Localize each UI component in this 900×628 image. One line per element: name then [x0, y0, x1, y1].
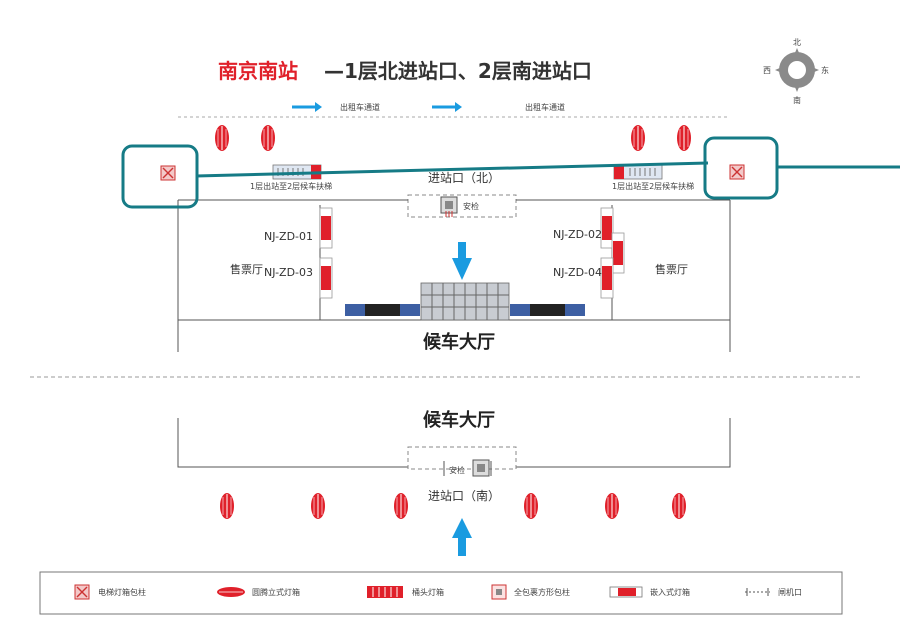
embedded-lightbox-icon	[600, 207, 614, 249]
legend: 电梯灯箱包柱 圆腾立式灯箱 桶头灯箱 全包裹方形包柱 嵌入式灯箱 闸	[39, 571, 843, 615]
title-station: 南京南站	[218, 59, 298, 83]
escalator-right: 1层出站至2层候车扶梯	[612, 164, 694, 191]
taxi-lane-label-1: 出租车通道	[340, 102, 380, 112]
site-code: NJ-ZD-01	[264, 230, 313, 243]
ticket-hall-left: 售票厅	[230, 262, 263, 276]
embedded-lightbox-icon	[611, 232, 625, 274]
escalator-left: 1层出站至2层候车扶梯	[250, 164, 332, 191]
legend-standing-icon	[217, 587, 245, 597]
legend-label: 圆腾立式灯箱	[252, 587, 300, 597]
down-arrow-icon	[452, 242, 472, 280]
standing-lightbox-icon	[630, 124, 646, 152]
escalator-pillar-icon	[729, 164, 745, 180]
standing-lightbox-icon	[671, 492, 687, 520]
up-arrow-icon	[452, 518, 472, 556]
site-code: NJ-ZD-02	[553, 228, 602, 241]
compass-south: 南	[793, 95, 801, 105]
standing-lightbox-icon	[214, 124, 230, 152]
security-gate-icon	[440, 196, 458, 214]
ticket-hall-right: 售票厅	[655, 262, 688, 276]
embedded-lightbox-icon	[600, 257, 614, 299]
security-zone-south	[407, 446, 517, 470]
title-rest: —1层北进站口、2层南进站口	[324, 59, 592, 83]
legend-label: 嵌入式灯箱	[650, 587, 690, 597]
floor1-security: 安检	[463, 201, 479, 211]
taxi-lane: 出租车通道 出租车通道	[178, 102, 730, 118]
standing-lightbox-icon	[310, 492, 326, 520]
ticket-gates	[345, 282, 585, 321]
escalator-right-label: 1层出站至2层候车扶梯	[612, 181, 694, 191]
floor1-entrance: 进站口（北）	[428, 171, 500, 185]
compass-north: 北	[793, 38, 801, 47]
site-code: NJ-ZD-03	[264, 266, 313, 279]
standing-lightbox-icon	[260, 124, 276, 152]
legend-gate-icon	[745, 588, 770, 596]
legend-barrel-icon	[367, 586, 403, 598]
legend-label: 桶头灯箱	[412, 587, 444, 597]
standing-lightbox-icon	[219, 492, 235, 520]
taxi-lane-label-2: 出租车通道	[525, 102, 565, 112]
compass-east: 东	[821, 65, 829, 75]
legend-label: 闸机口	[778, 587, 802, 597]
standing-lightbox-icon	[676, 124, 692, 152]
compass-icon: 北 南 东 西	[763, 38, 829, 105]
standing-lightbox-icon	[393, 492, 409, 520]
standing-lightbox-icon	[523, 492, 539, 520]
site-code: NJ-ZD-04	[553, 266, 602, 279]
highlight-overlay	[121, 136, 900, 209]
escalator-pillar-icon	[160, 165, 176, 181]
floor1-outline	[177, 199, 731, 352]
floor2-outline	[177, 418, 731, 468]
legend-pillar-icon	[74, 584, 90, 600]
floor2-hall: 候车大厅	[423, 409, 495, 431]
security-gate-icon	[472, 459, 490, 477]
embedded-lightbox-icon	[319, 207, 333, 249]
compass-west: 西	[763, 66, 771, 75]
floor1-hall: 候车大厅	[423, 331, 495, 353]
security-zone-north	[407, 194, 517, 218]
floor2-security: 安检	[449, 465, 465, 475]
floor2-entrance: 进站口（南）	[428, 488, 500, 503]
security-arrows-north	[445, 211, 453, 217]
legend-label: 电梯灯箱包柱	[98, 587, 146, 597]
legend-square-icon	[491, 584, 507, 600]
legend-embedded-icon	[609, 586, 643, 598]
embedded-lightbox-icon	[319, 257, 333, 299]
escalator-left-label: 1层出站至2层候车扶梯	[250, 181, 332, 191]
standing-lightbox-icon	[604, 492, 620, 520]
legend-label: 全包裹方形包柱	[514, 587, 570, 597]
